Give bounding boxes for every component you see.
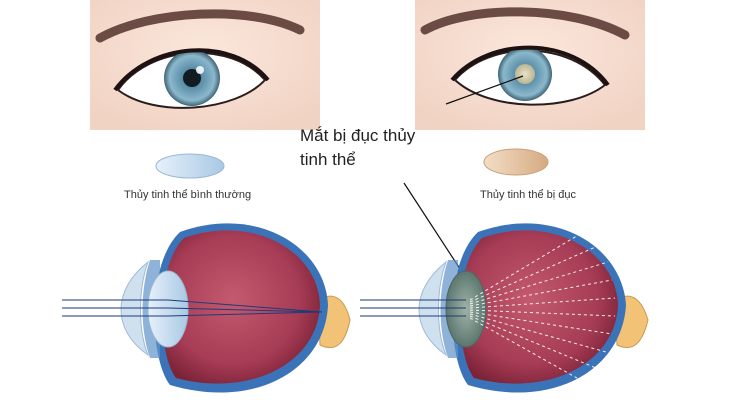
cloudy-lens-caption: Thủy tinh thể bị đục bbox=[480, 189, 577, 201]
right-lash-line bbox=[450, 45, 610, 87]
eyeball-right bbox=[459, 230, 618, 384]
cloudy-lens-icon bbox=[483, 148, 549, 176]
normal-lens-icon bbox=[155, 153, 225, 179]
cataract-callout-label: Mắt bị đục thủy tinh thể bbox=[300, 124, 415, 172]
left-eye-photo bbox=[90, 0, 320, 130]
right-eye-photo bbox=[415, 0, 645, 130]
left-eyebrow bbox=[95, 9, 305, 43]
cataract-eye-cross-section bbox=[360, 223, 649, 393]
incoming-light-rays bbox=[360, 299, 466, 317]
cloudy-lens-in-eye bbox=[445, 270, 487, 348]
left-lash-line bbox=[113, 48, 270, 92]
callout-line-1: Mắt bị đục thủy bbox=[300, 126, 416, 145]
normal-lens-caption: Thủy tinh thể bình thường bbox=[124, 189, 252, 201]
callout-pointer-top bbox=[445, 75, 524, 105]
normal-eye-cross-section bbox=[62, 223, 351, 393]
left-pupil bbox=[183, 69, 201, 87]
focused-light-rays bbox=[62, 299, 323, 317]
normal-lens-in-eye bbox=[147, 270, 189, 348]
eyeball-left bbox=[161, 230, 320, 384]
callout-line-2: tinh thể bbox=[300, 150, 356, 169]
right-eyebrow bbox=[420, 7, 630, 40]
scattered-light-rays bbox=[469, 227, 616, 383]
callout-pointer-bottom bbox=[403, 182, 463, 273]
cloudy-pupil bbox=[515, 64, 535, 84]
